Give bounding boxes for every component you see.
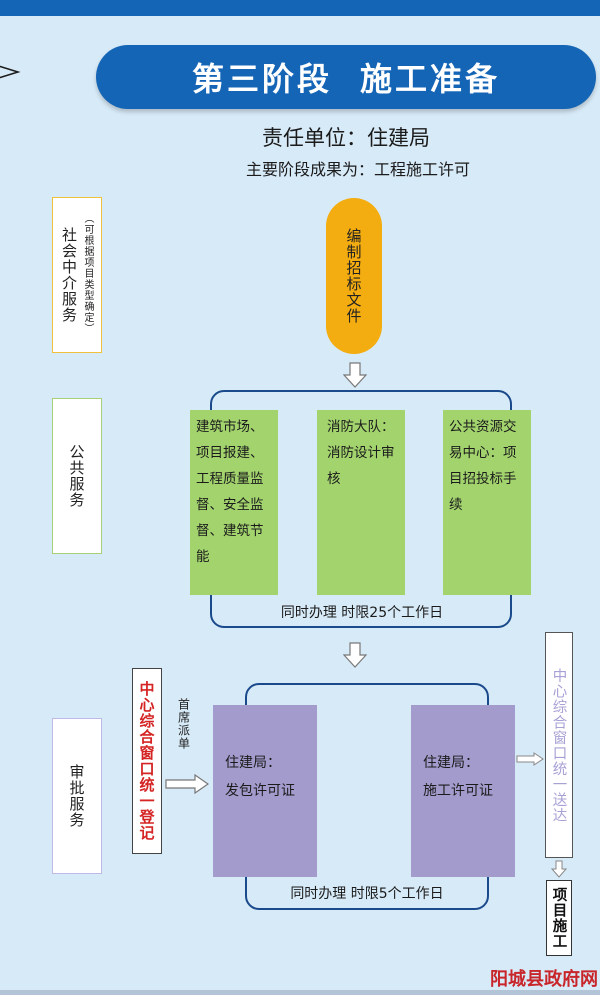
arrow-notch-icon — [0, 65, 21, 79]
project-start-box: 项目施工 — [546, 880, 572, 956]
approval-box-line1: 住建局： — [225, 755, 281, 771]
public-service-box-text: 公共资源交易中心：项目招投标手续 — [449, 419, 517, 513]
stage-number: 第三阶段 — [191, 60, 332, 98]
center-deliver-box: 中心综合窗口统一送达 — [545, 632, 573, 858]
public-service-box-text: 建筑市场、项目报建、工程质量监督、安全监督、建筑节能 — [196, 419, 264, 565]
social-service-note: （可根据项目类型确定） — [82, 212, 93, 334]
approval-box: 住建局： 发包许可证 — [213, 705, 317, 877]
right-arrow-icon — [165, 774, 209, 794]
top-bar — [0, 0, 600, 16]
public-service-box: 消防大队：消防设计审核 — [317, 410, 405, 595]
public-service-box: 建筑市场、项目报建、工程质量监督、安全监督、建筑节能 — [190, 410, 278, 595]
tender-document-pill: 编制招标文件 — [326, 198, 382, 354]
stage-banner: 第三阶段 施工准备 — [96, 45, 596, 109]
tender-document-text: 编制招标文件 — [344, 228, 363, 324]
down-arrow-icon — [551, 860, 567, 878]
center-register-text: 中心综合窗口统一登记 — [137, 681, 156, 841]
bottom-bar — [0, 990, 600, 995]
stage-name: 施工准备 — [360, 60, 501, 98]
center-register-box: 中心综合窗口统一登记 — [132, 668, 162, 854]
approval-service-label: 审批服务 — [52, 718, 102, 874]
responsibility-text: 责任单位：住建局 — [262, 126, 430, 150]
public-services-caption: 同时办理 时限25个工作日 — [280, 605, 444, 621]
approval-box-line2: 发包许可证 — [225, 783, 295, 799]
down-arrow-icon — [343, 642, 367, 668]
approval-service-title: 审批服务 — [67, 764, 86, 828]
public-service-box-text: 消防大队：消防设计审核 — [327, 419, 395, 487]
approval-box-line1: 住建局： — [423, 755, 479, 771]
stage-result-text: 主要阶段成果为：工程施工许可 — [245, 160, 470, 179]
public-service-title: 公共服务 — [67, 444, 86, 508]
social-service-title: 社会中介服务 — [60, 227, 78, 323]
public-service-label: 公共服务 — [52, 398, 102, 554]
approval-box-line2: 施工许可证 — [423, 783, 493, 799]
project-start-text: 项目施工 — [550, 887, 567, 949]
social-service-label: 社会中介服务 （可根据项目类型确定） — [52, 197, 102, 353]
right-arrow-icon — [516, 752, 544, 766]
dispatch-label: 首席派单 — [174, 694, 194, 754]
center-deliver-text: 中心综合窗口统一送达 — [550, 667, 567, 823]
public-service-box: 公共资源交易中心：项目招投标手续 — [443, 410, 531, 595]
site-watermark: 阳城县政府网 — [490, 969, 598, 990]
down-arrow-icon — [343, 362, 367, 388]
approval-services-caption: 同时办理 时限5个工作日 — [290, 886, 444, 902]
approval-box: 住建局： 施工许可证 — [411, 705, 515, 877]
dispatch-text: 首席派单 — [176, 698, 191, 750]
